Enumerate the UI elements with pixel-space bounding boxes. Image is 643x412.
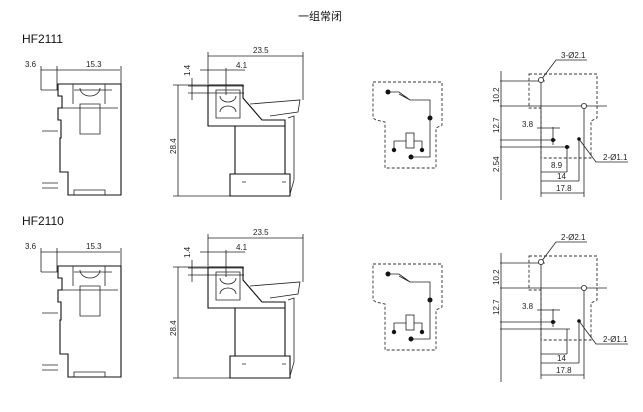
- dim-height: 28.4: [169, 138, 178, 154]
- dim-12-7: 12.7: [492, 117, 501, 133]
- dim-8-9: 8.9: [551, 161, 563, 170]
- dim-14: 14: [557, 172, 566, 181]
- dim-12-7: 12.7: [492, 299, 501, 315]
- extra-hole: [565, 145, 569, 149]
- model-name: HF2110: [22, 214, 64, 228]
- dim-small-holes: 2-Ø1.1: [603, 335, 628, 344]
- dim-10-2: 10.2: [492, 87, 501, 103]
- circuit-schematic: [372, 81, 443, 169]
- dim-pin-offset: 3.6: [25, 60, 37, 69]
- side-view: 23.5 4.1 1.4 28.4: [169, 46, 304, 197]
- dim-10-2: 10.2: [492, 269, 501, 285]
- dim-side-length: 23.5: [253, 228, 269, 237]
- pcb-footprint: 2-Ø2.1 2-Ø1.1 10.2 12.7 3.8 14 17.8: [492, 233, 628, 382]
- circuit-schematic: [372, 263, 443, 351]
- pcb-footprint: 3-Ø2.1 2-Ø1.1 10.2 12.7 3.8 2.54 8.9 14 …: [492, 51, 628, 200]
- dim-2-54: 2.54: [492, 156, 501, 172]
- dim-side-length: 23.5: [253, 46, 269, 55]
- model-name: HF2111: [22, 32, 63, 46]
- front-view: 3.6 15.3: [25, 60, 122, 196]
- dim-front-width: 15.3: [86, 242, 102, 251]
- dim-height: 28.4: [169, 320, 178, 336]
- model-row-hf2110: HF2110 3.6 15.3 23.5 4.1 1.4 28.4: [22, 214, 628, 382]
- side-view: 23.5 4.1 1.4 28.4: [169, 228, 304, 379]
- dim-front-width: 15.3: [86, 60, 102, 69]
- dim-pin-position: 4.1: [236, 243, 248, 252]
- front-view: 3.6 15.3: [25, 242, 122, 378]
- dim-big-holes: 3-Ø2.1: [561, 51, 586, 60]
- dim-small-holes: 2-Ø1.1: [603, 153, 628, 162]
- dim-pin-position: 4.1: [236, 61, 248, 70]
- dim-17-8: 17.8: [556, 366, 572, 375]
- dim-pin-offset: 3.6: [25, 242, 37, 251]
- model-row-hf2111: HF2111 3.6 15.3 23.5 4.1 1.4 28.4: [22, 32, 628, 200]
- dim-14: 14: [557, 354, 566, 363]
- dim-3-8: 3.8: [522, 120, 534, 129]
- dim-3-8: 3.8: [522, 302, 534, 311]
- dim-big-holes: 2-Ø2.1: [561, 233, 586, 242]
- page-title: 一组常闭: [298, 9, 342, 23]
- dim-pin-thickness: 1.4: [183, 246, 192, 258]
- dim-17-8: 17.8: [556, 184, 572, 193]
- dim-pin-thickness: 1.4: [183, 64, 192, 76]
